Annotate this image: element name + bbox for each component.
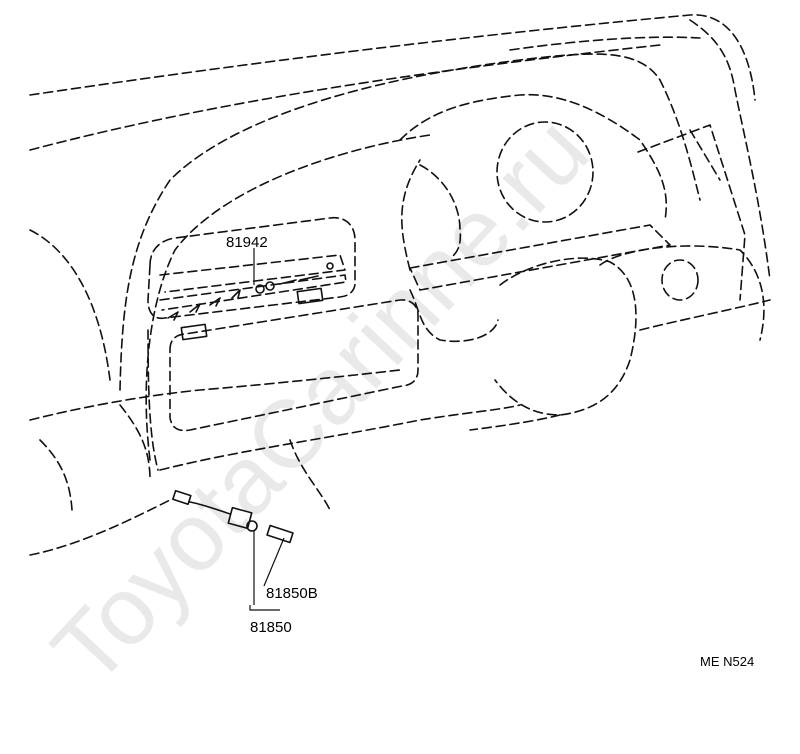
part-label-81942: 81942 [226, 234, 268, 251]
leader-lines [249, 248, 285, 611]
bulb-socket-assembly [172, 489, 294, 544]
part-label-81850: 81850 [250, 619, 292, 636]
part-label-81850b: 81850B [266, 585, 318, 602]
figure-code: ME N524 [700, 654, 754, 669]
dashboard-outline [29, 14, 771, 556]
panel-icons [167, 262, 334, 341]
